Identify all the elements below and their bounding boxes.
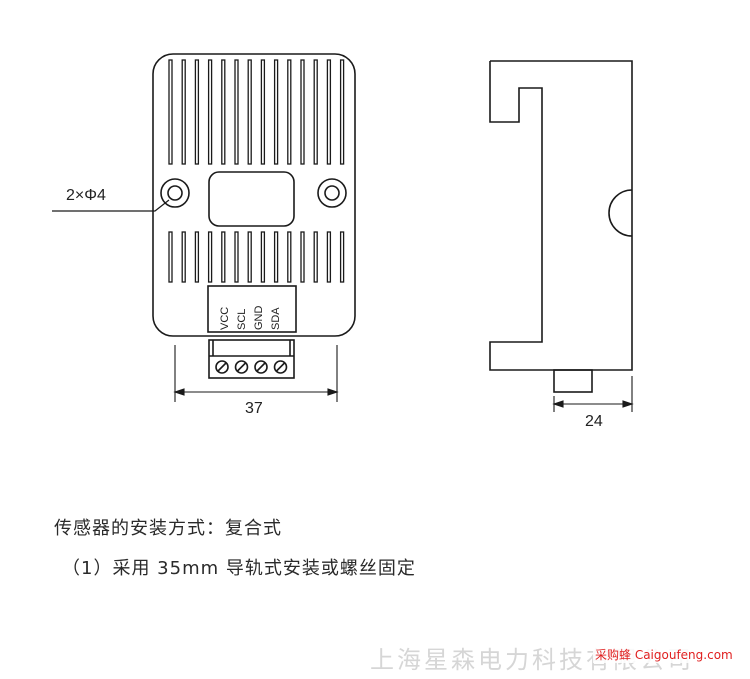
vent-slot [300, 231, 305, 283]
hole-leader-line [52, 199, 170, 212]
site-watermark: 采购蜂 Caigoufeng.com [593, 646, 735, 663]
terminal-block [208, 339, 295, 379]
vent-slot [287, 59, 292, 165]
pin-label-vcc: VCC [219, 307, 231, 330]
vent-slot [326, 59, 332, 165]
vent-slot [260, 59, 266, 165]
vent-slot [247, 231, 252, 283]
vent-slot [221, 59, 226, 165]
screw-slot [217, 362, 227, 372]
mounting-caption-title: 传感器的安装方式：复合式 [54, 518, 282, 539]
vent-slot [234, 231, 239, 283]
mounting-caption-detail: （1）采用 35mm 导轨式安装或螺丝固定 [62, 558, 416, 579]
vent-slot [194, 59, 200, 165]
screw-slot [236, 362, 247, 372]
vent-slot [300, 59, 305, 165]
pin-label-box [207, 285, 297, 333]
terminal-screw [234, 360, 249, 374]
vent-slot [273, 231, 279, 283]
vent-slot [194, 231, 200, 283]
vent-slot [287, 231, 292, 283]
vent-slot [247, 59, 252, 165]
dimension-24 [552, 376, 634, 412]
mount-hole-left-outer [160, 178, 190, 208]
vent-slot [313, 59, 318, 165]
mount-hole-left-inner [167, 185, 183, 201]
pin-labels: VCC SCL GND SDA [219, 306, 282, 331]
front-view [52, 53, 356, 402]
vent-slot [260, 231, 266, 283]
side-profile [489, 60, 633, 371]
vent-slot [221, 231, 226, 283]
side-connector [553, 369, 593, 393]
mount-hole-right-outer [317, 178, 347, 208]
mount-hole-right-inner [324, 185, 340, 201]
display-window [208, 171, 295, 227]
vent-slot [273, 59, 279, 165]
vent-slot [168, 231, 173, 283]
vent-slots-bottom [168, 231, 345, 283]
pin-label-scl: SCL [236, 309, 248, 330]
pin-label-gnd: GND [253, 306, 265, 331]
side-width-label: 24 [585, 413, 603, 430]
screw-slot [256, 362, 266, 372]
hole-dimension-label: 2×Φ4 [66, 187, 106, 204]
terminal-screw [215, 360, 229, 374]
side-knob [608, 189, 633, 237]
vent-slot [234, 59, 239, 165]
vent-slot [339, 231, 345, 283]
side-view [489, 60, 634, 412]
pin-label-sda: SDA [270, 307, 282, 330]
vent-slot [181, 59, 186, 165]
terminal-screw [273, 360, 288, 374]
vent-slot [207, 59, 213, 165]
screw-slot [275, 362, 286, 372]
dimension-37 [173, 345, 339, 402]
vent-slots-top [168, 59, 345, 165]
vent-slot [339, 59, 345, 165]
vent-slot [326, 231, 332, 283]
front-width-label: 37 [245, 400, 263, 417]
vent-slot [313, 231, 318, 283]
terminal-screws [215, 360, 288, 374]
terminal-screw [254, 360, 268, 374]
vent-slot [168, 59, 173, 165]
housing-outline [152, 53, 356, 337]
vent-slot [181, 231, 186, 283]
vent-slot [207, 231, 213, 283]
